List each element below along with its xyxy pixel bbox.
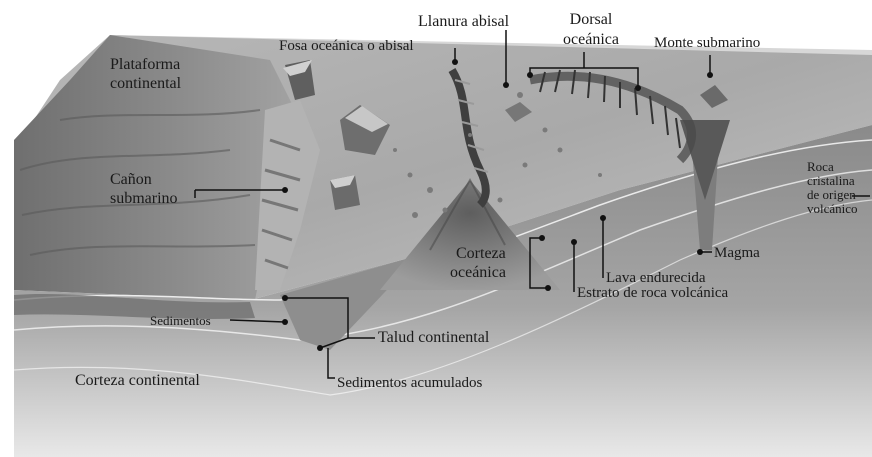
label-corteza-oceanica-line1: Corteza [456,244,506,263]
label-sedimentos-acumulados: Sedimentos acumulados [337,375,482,392]
label-dorsal-line1: Dorsal [556,10,626,29]
label-roca-line3: de origen [807,188,856,202]
label-fosa: Fosa oceánica o abisal [279,38,414,55]
label-plataforma-line1: Plataforma [110,55,180,74]
label-roca-line2: cristalina [807,174,855,188]
label-canon-line2: submarino [110,189,178,208]
label-talud: Talud continental [378,328,489,347]
label-roca-line1: Roca [807,160,834,174]
label-corteza-continental: Corteza continental [75,371,200,390]
label-monte: Monte submarino [654,35,760,52]
label-corteza-oceanica-line2: oceánica [450,263,506,282]
label-canon-line1: Cañon [110,170,152,189]
label-llanura-abisal: Llanura abisal [418,12,509,31]
label-sedimentos: Sedimentos [150,314,211,328]
label-estrato: Estrato de roca volcánica [577,285,728,302]
label-dorsal-line2: oceánica [549,30,633,49]
label-magma: Magma [714,245,760,262]
label-roca-line4: volcánico [807,202,858,216]
label-plataforma-line2: continental [110,74,181,93]
